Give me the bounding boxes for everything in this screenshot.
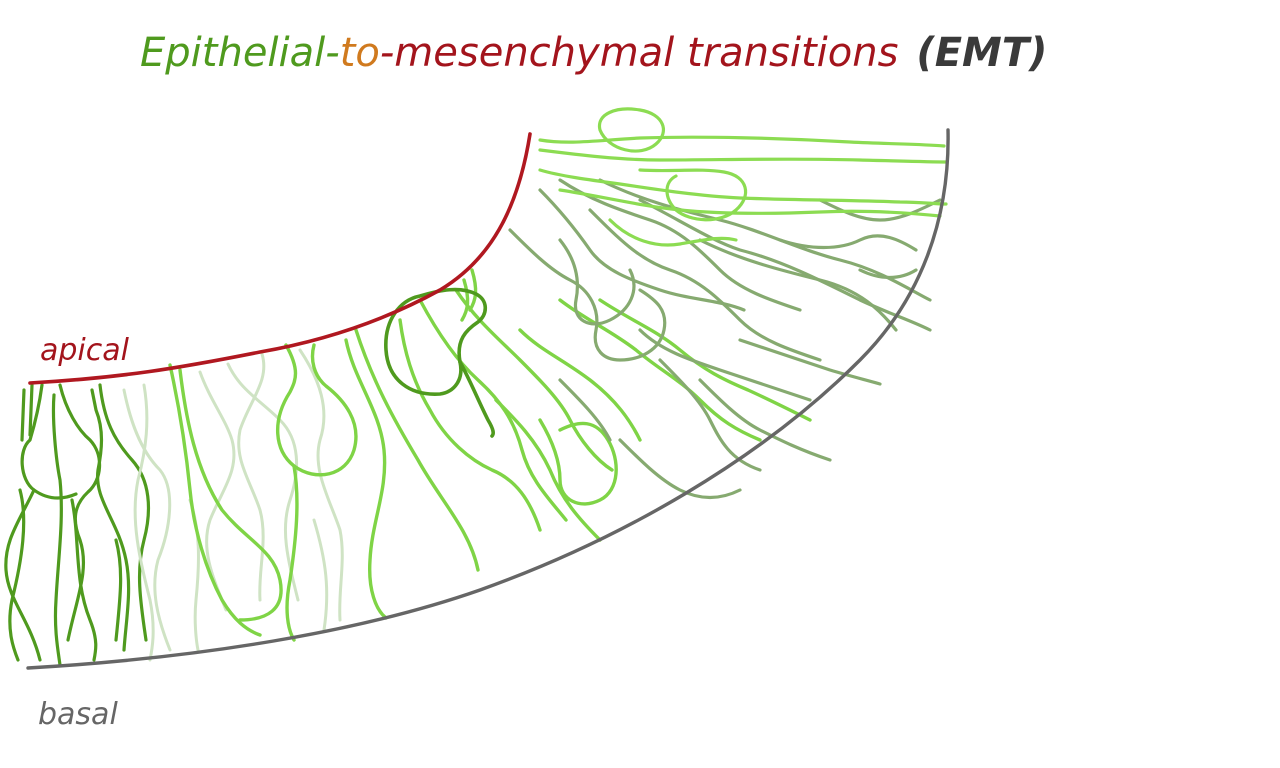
transitioning-cells-pale	[122, 348, 344, 662]
basal-label: basal	[38, 697, 118, 732]
title-mesenchymal: -mesenchymal transitions	[380, 30, 899, 76]
apical-label: apical	[40, 333, 130, 368]
transitioning-cells-bright	[168, 268, 812, 642]
title-to: to	[340, 30, 380, 76]
mesenchymal-cells-bright	[538, 107, 948, 247]
delaminating-cell	[384, 287, 495, 438]
mesenchymal-cells	[508, 178, 942, 500]
title-epithelial: Epithelial-	[140, 30, 340, 76]
diagram-title: Epithelial-to-mesenchymal transitions (EM…	[140, 30, 1047, 76]
epithelial-cells-columnar	[4, 383, 151, 667]
title-emt: (EMT)	[916, 30, 1047, 76]
apical-membrane	[28, 132, 532, 385]
basal-membrane	[26, 128, 950, 670]
